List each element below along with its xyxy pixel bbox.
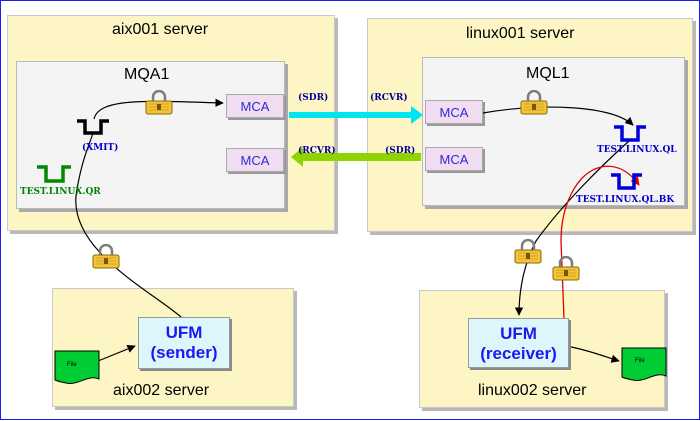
- mca-right-receiver: MCA: [425, 100, 483, 124]
- test-linux-ql-queue-icon: [614, 125, 646, 142]
- test-linux-ql-bk-label: TEST.LINUX.QL.BK: [576, 195, 675, 205]
- padlock-icon: [92, 244, 120, 269]
- aix002-server-title: aix002 server: [113, 382, 210, 399]
- ufm-sender-label-line1: UFM: [165, 323, 203, 342]
- rcvr-bottom-label: (RCVR): [298, 146, 336, 156]
- test-linux-ql-label: TEST.LINUX.QL: [597, 145, 677, 155]
- linux002-server-title: linux002 server: [478, 382, 587, 399]
- padlock-icon: [514, 239, 542, 264]
- ufm-receiver-label-line2: (receiver): [480, 344, 557, 363]
- test-linux-qr-label: TEST.LINUX.QR: [20, 187, 101, 197]
- ufm-receiver-box: UFM (receiver): [468, 318, 569, 368]
- sender-to-xmit-line: [75, 132, 182, 318]
- ufm-sender-label-line2: (sender): [150, 343, 218, 362]
- cyan-channel-arrow: [289, 106, 423, 124]
- mca-right-sender: MCA: [425, 147, 483, 171]
- padlock-icon: [145, 90, 173, 115]
- mca-left-sender: MCA: [226, 94, 284, 118]
- padlock-icon: [552, 256, 580, 281]
- padlock-icon: [520, 90, 548, 115]
- ufm-sender-box: UFM (sender): [138, 317, 230, 369]
- mca-to-queue-line: [482, 106, 634, 126]
- mca-left-receiver: MCA: [226, 148, 284, 172]
- aix001-server-title: aix001 server: [112, 21, 209, 38]
- xmit-queue-icon: [77, 119, 109, 135]
- file-icon: [621, 347, 667, 381]
- test-linux-qr-queue-icon: [37, 165, 71, 183]
- test-linux-ql-bk-queue-icon: [611, 173, 642, 190]
- qmgr-mql1-box: MQL1: [422, 57, 685, 206]
- queue-to-receiver-line: [514, 140, 630, 316]
- ufm-receiver-label-line1: UFM: [500, 324, 537, 343]
- file-icon: [54, 350, 100, 384]
- xmit-queue-label: (XMIT): [82, 143, 119, 153]
- linux001-server-title: linux001 server: [466, 25, 575, 42]
- backup-copy-line: [560, 165, 640, 319]
- receiver-to-file-line: [570, 346, 620, 363]
- target-file-label: File: [635, 358, 645, 364]
- source-file-label: File: [67, 362, 77, 368]
- qmgr-mqa1-title: MQA1: [124, 66, 170, 83]
- sdr-bottom-label: (SDR): [385, 146, 416, 156]
- qmgr-mqa1-box: MQA1: [16, 61, 285, 209]
- green-channel-arrow: [291, 147, 421, 167]
- file-to-sender-line: [97, 344, 136, 362]
- qmgr-mql1-title: MQL1: [526, 65, 570, 82]
- sdr-top-label: (SDR): [298, 93, 329, 103]
- xmit-to-mca-line: [93, 98, 224, 120]
- rcvr-top-label: (RCVR): [370, 93, 408, 103]
